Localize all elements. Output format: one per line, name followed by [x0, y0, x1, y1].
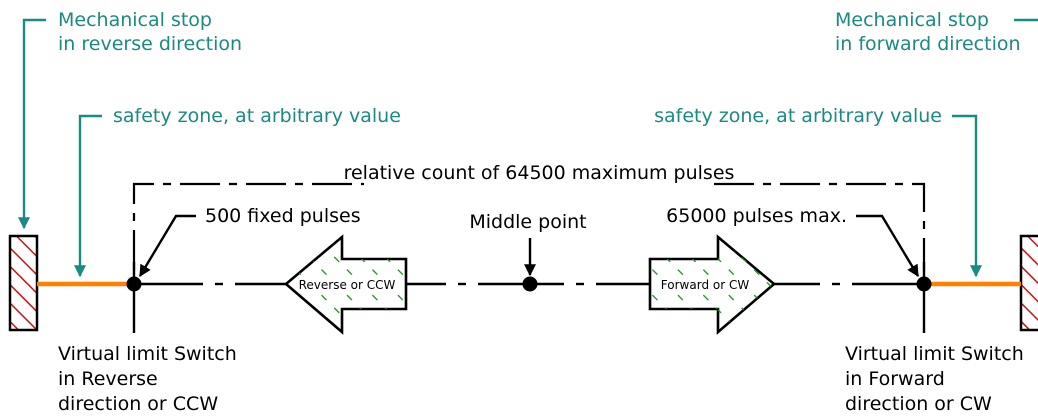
virtual-switch-reverse-label: Virtual limit Switch in Reverse directio… — [58, 343, 243, 415]
mechanical-stop-forward — [1019, 234, 1038, 332]
reverse-arrow-label: Reverse or CCW — [299, 278, 396, 292]
mech-stop-reverse-label: Mechanical stop in reverse direction — [58, 9, 242, 55]
max-pulses-label: 65000 pulses max. — [666, 205, 847, 227]
relative-count-label: relative count of 64500 maximum pulses — [344, 162, 735, 184]
middle-point-node — [522, 276, 538, 292]
fixed-pulses-leader — [138, 214, 196, 278]
mech-stop-forward-label: Mechanical stop in forward direction — [835, 9, 1021, 55]
safety-zone-forward-leader — [952, 114, 982, 278]
fixed-pulses-label: 500 fixed pulses — [205, 205, 361, 227]
middle-point-label: Middle point — [469, 211, 586, 233]
virtual-switch-forward-label: Virtual limit Switch in Forward directio… — [845, 343, 1030, 415]
relative-count-bracket — [132, 182, 926, 270]
safety-zone-reverse-label: safety zone, at arbitrary value — [113, 105, 401, 127]
forward-arrow-label: Forward or CW — [661, 278, 750, 292]
reverse-arrow: Reverse or CCW — [283, 234, 408, 335]
mech-stop-reverse-leader — [18, 18, 46, 230]
mechanical-stop-reverse — [8, 234, 39, 332]
max-pulses-leader — [856, 214, 920, 278]
safety-zone-forward-label: safety zone, at arbitrary value — [654, 105, 942, 127]
safety-zone-reverse-leader — [74, 114, 102, 278]
forward-arrow: Forward or CW — [648, 234, 777, 335]
